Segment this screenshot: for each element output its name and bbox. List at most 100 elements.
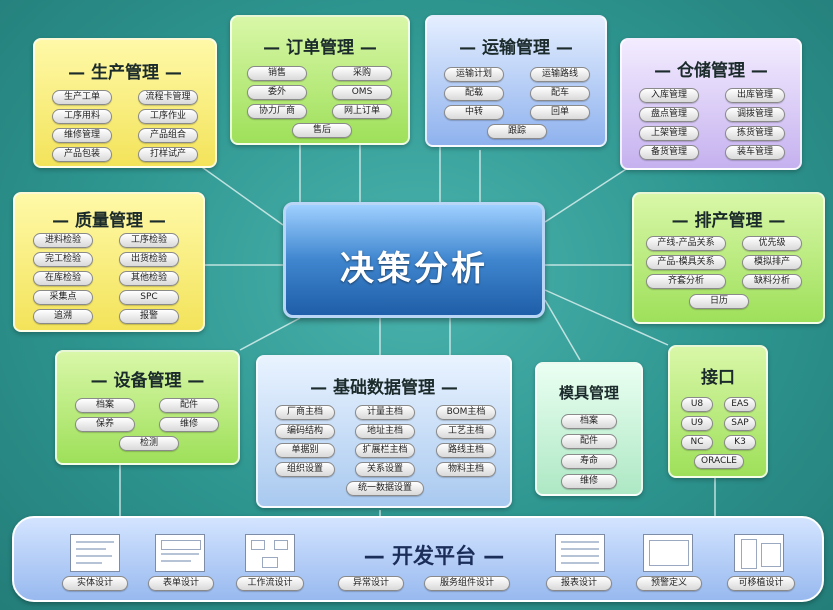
- storage-management-panel: — 仓储管理 — 入库管理 出库管理 盘点管理 调拨管理 上架管理 拣货管理 备…: [620, 38, 802, 170]
- quality-item[interactable]: 报警: [119, 309, 179, 324]
- platform-item[interactable]: 工作流设计: [236, 576, 304, 591]
- base-data-item[interactable]: 厂商主档: [275, 405, 335, 420]
- interface-item[interactable]: SAP: [724, 416, 756, 431]
- transport-item[interactable]: 回单: [530, 105, 590, 120]
- production-item[interactable]: 生产工单: [52, 90, 112, 105]
- base-data-item[interactable]: 统一数据设置: [346, 481, 424, 496]
- scheduling-item[interactable]: 产品-模具关系: [646, 255, 726, 270]
- base-data-item[interactable]: 编码结构: [275, 424, 335, 439]
- storage-item[interactable]: 盘点管理: [639, 107, 699, 122]
- quality-item[interactable]: SPC: [119, 290, 179, 305]
- scheduling-item[interactable]: 模拟排产: [742, 255, 802, 270]
- storage-item[interactable]: 装车管理: [725, 145, 785, 160]
- scheduling-item[interactable]: 日历: [689, 294, 749, 309]
- entity-design-thumbnail: [70, 534, 120, 572]
- equipment-item[interactable]: 配件: [159, 398, 219, 413]
- production-item[interactable]: 工序用料: [52, 109, 112, 124]
- transport-management-panel: — 运输管理 — 运输计划 运输路线 配载 配车 中转 回单 跟踪: [425, 15, 607, 147]
- base-data-management-title: — 基础数据管理 —: [310, 378, 458, 398]
- equipment-item[interactable]: 检测: [119, 436, 179, 451]
- storage-item[interactable]: 调拨管理: [725, 107, 785, 122]
- quality-item[interactable]: 工序检验: [119, 233, 179, 248]
- interface-item[interactable]: ORACLE: [694, 454, 744, 469]
- mold-item[interactable]: 维修: [561, 474, 617, 489]
- decision-analysis-hub[interactable]: 决策分析: [283, 202, 545, 318]
- base-data-item[interactable]: 单据别: [275, 443, 335, 458]
- base-data-management-panel: — 基础数据管理 — 厂商主档 计量主档 BOM主档 编码结构 地址主档 工艺主…: [256, 355, 512, 508]
- scheduling-item[interactable]: 缺料分析: [742, 274, 802, 289]
- transport-item[interactable]: 中转: [444, 105, 504, 120]
- base-data-item[interactable]: BOM主档: [436, 405, 496, 420]
- scheduling-item[interactable]: 优先级: [742, 236, 802, 251]
- platform-item[interactable]: 服务组件设计: [424, 576, 510, 591]
- transport-item[interactable]: 运输路线: [530, 67, 590, 82]
- scheduling-item[interactable]: 齐套分析: [646, 274, 726, 289]
- quality-item[interactable]: 完工检验: [33, 252, 93, 267]
- scheduling-management-panel: — 排产管理 — 产线-产品关系 优先级 产品-模具关系 模拟排产 齐套分析 缺…: [632, 192, 825, 324]
- platform-item[interactable]: 报表设计: [546, 576, 612, 591]
- scheduling-item[interactable]: 产线-产品关系: [646, 236, 726, 251]
- platform-item[interactable]: 预警定义: [636, 576, 702, 591]
- transport-item[interactable]: 跟踪: [487, 124, 547, 139]
- base-data-item[interactable]: 地址主档: [355, 424, 415, 439]
- production-item[interactable]: 打样试产: [138, 147, 198, 162]
- order-item[interactable]: OMS: [332, 85, 392, 100]
- base-data-item[interactable]: 组织设置: [275, 462, 335, 477]
- production-item[interactable]: 流程卡管理: [138, 90, 198, 105]
- transport-item[interactable]: 配车: [530, 86, 590, 101]
- transport-item[interactable]: 运输计划: [444, 67, 504, 82]
- equipment-item[interactable]: 维修: [159, 417, 219, 432]
- report-design-thumbnail: [555, 534, 605, 572]
- production-item[interactable]: 维修管理: [52, 128, 112, 143]
- transport-management-title: — 运输管理 —: [459, 38, 573, 58]
- platform-item[interactable]: 异常设计: [338, 576, 404, 591]
- base-data-item[interactable]: 扩展栏主档: [355, 443, 415, 458]
- base-data-item[interactable]: 物料主档: [436, 462, 496, 477]
- platform-item[interactable]: 可移植设计: [727, 576, 795, 591]
- form-design-thumbnail: [155, 534, 205, 572]
- storage-item[interactable]: 入库管理: [639, 88, 699, 103]
- storage-item[interactable]: 备货管理: [639, 145, 699, 160]
- order-item[interactable]: 售后: [292, 123, 352, 138]
- mold-item[interactable]: 配件: [561, 434, 617, 449]
- transport-item[interactable]: 配载: [444, 86, 504, 101]
- order-item[interactable]: 协力厂商: [247, 104, 307, 119]
- base-data-item[interactable]: 工艺主档: [436, 424, 496, 439]
- storage-item[interactable]: 上架管理: [639, 126, 699, 141]
- quality-item[interactable]: 其他检验: [119, 271, 179, 286]
- order-item[interactable]: 委外: [247, 85, 307, 100]
- base-data-item[interactable]: 关系设置: [355, 462, 415, 477]
- interface-item[interactable]: U9: [681, 416, 713, 431]
- development-platform-panel: — 开发平台 — 实体设计 表单设计 工作流设计 异常设计 服务组件设计 报表设…: [12, 516, 824, 602]
- order-item[interactable]: 采购: [332, 66, 392, 81]
- quality-item[interactable]: 采集点: [33, 290, 93, 305]
- mold-item[interactable]: 档案: [561, 414, 617, 429]
- platform-item[interactable]: 实体设计: [62, 576, 128, 591]
- interface-title: 接口: [701, 368, 735, 388]
- interface-item[interactable]: EAS: [724, 397, 756, 412]
- interface-item[interactable]: NC: [681, 435, 713, 450]
- production-item[interactable]: 产品包装: [52, 147, 112, 162]
- quality-item[interactable]: 进料检验: [33, 233, 93, 248]
- quality-item[interactable]: 在库检验: [33, 271, 93, 286]
- interface-item[interactable]: K3: [724, 435, 756, 450]
- storage-item[interactable]: 拣货管理: [725, 126, 785, 141]
- mold-item[interactable]: 寿命: [561, 454, 617, 469]
- quality-item[interactable]: 出货检验: [119, 252, 179, 267]
- platform-item[interactable]: 表单设计: [148, 576, 214, 591]
- interface-item[interactable]: U8: [681, 397, 713, 412]
- mold-management-title: 模具管理: [558, 384, 619, 402]
- base-data-item[interactable]: 路线主档: [436, 443, 496, 458]
- production-management-panel: — 生产管理 — 生产工单 流程卡管理 工序用料 工序作业 维修管理 产品组合 …: [33, 38, 217, 168]
- quality-item[interactable]: 追溯: [33, 309, 93, 324]
- order-item[interactable]: 销售: [247, 66, 307, 81]
- order-item[interactable]: 网上订单: [332, 104, 392, 119]
- equipment-item[interactable]: 档案: [75, 398, 135, 413]
- production-item[interactable]: 产品组合: [138, 128, 198, 143]
- order-management-panel: — 订单管理 — 销售 采购 委外 OMS 协力厂商 网上订单 售后: [230, 15, 410, 145]
- production-item[interactable]: 工序作业: [138, 109, 198, 124]
- equipment-item[interactable]: 保养: [75, 417, 135, 432]
- base-data-item[interactable]: 计量主档: [355, 405, 415, 420]
- storage-item[interactable]: 出库管理: [725, 88, 785, 103]
